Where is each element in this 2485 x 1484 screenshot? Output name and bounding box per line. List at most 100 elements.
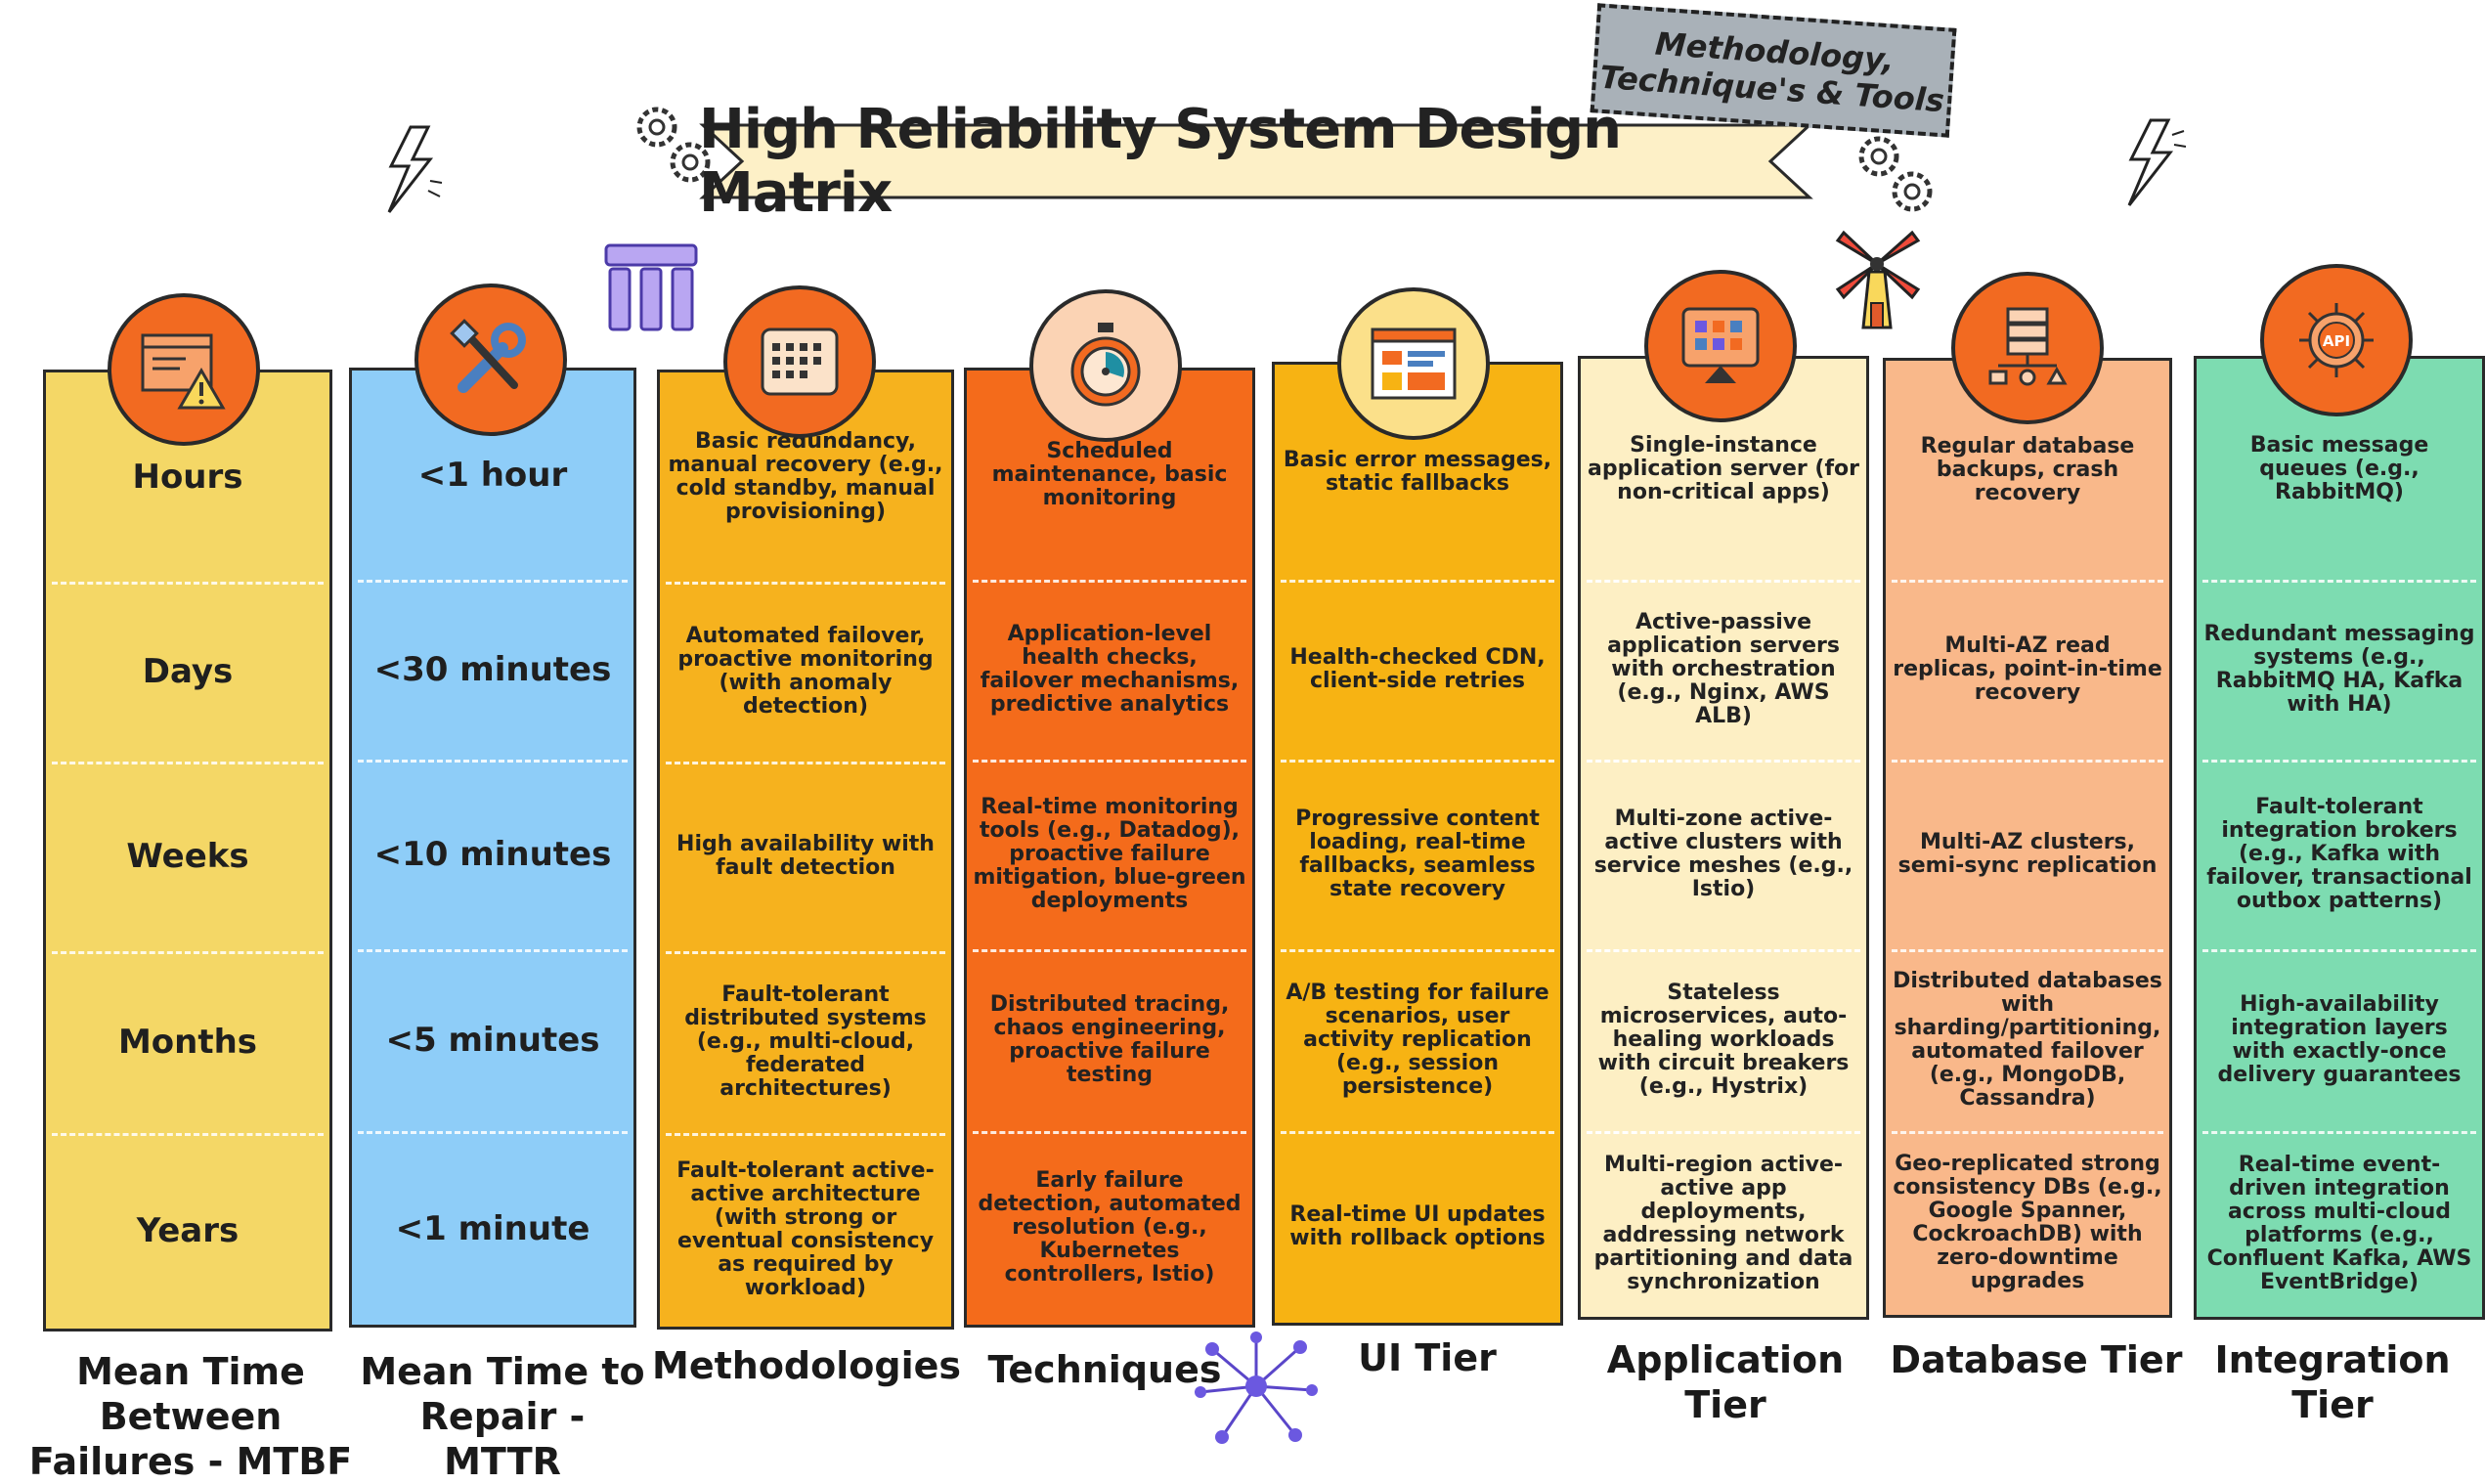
row-divider xyxy=(2202,760,2476,763)
row-divider xyxy=(1281,1131,1554,1134)
row-divider xyxy=(1892,949,2163,952)
row-divider xyxy=(1281,949,1554,952)
mtbf-icon-circle xyxy=(108,293,260,446)
label-mttr-line-1: Mean Time to xyxy=(360,1350,645,1393)
ui-icon-circle xyxy=(1337,287,1490,440)
column-database-tier: Regular database backups, crash recovery… xyxy=(1883,358,2172,1318)
row-divider xyxy=(52,1133,324,1136)
db-row-2: Multi-AZ read replicas, point-in-time re… xyxy=(1893,633,2162,705)
mttr-row-3: <10 minutes xyxy=(373,835,612,874)
ui-row-5: Real-time UI updates with rollback optio… xyxy=(1289,1202,1546,1250)
techniques-row-5: Early failure detection, automated resol… xyxy=(978,1168,1242,1287)
stopwatch-icon xyxy=(1070,323,1141,407)
row-divider xyxy=(973,580,1246,583)
row-divider xyxy=(1281,580,1554,583)
label-mttr-line-2: Repair - MTTR xyxy=(419,1395,586,1483)
page-title: High Reliability System Design Matrix xyxy=(699,98,1622,225)
windmill-icon xyxy=(1835,230,1921,329)
integration-row-4: High-availability integration layers wit… xyxy=(2217,992,2462,1087)
wrench-screwdriver-icon xyxy=(450,319,526,393)
db-row-3: Multi-AZ clusters, semi-sync replication xyxy=(1897,830,2158,878)
row-divider xyxy=(666,951,945,954)
row-divider xyxy=(1281,760,1554,763)
ui-row-2: Health-checked CDN, client-side retries xyxy=(1289,645,1546,693)
column-mtbf: Hours Days Weeks Months Years xyxy=(43,370,332,1331)
app-icon-circle xyxy=(1644,270,1797,422)
server-database-icon xyxy=(1988,307,2068,386)
ui-row-4: A/B testing for failure scenarios, user … xyxy=(1286,981,1549,1099)
mttr-row-4: <5 minutes xyxy=(385,1021,600,1060)
ui-layout-icon xyxy=(1371,327,1457,400)
methodologies-row-2: Automated failover, proactive monitoring… xyxy=(677,624,934,719)
app-row-2: Active-passive application servers with … xyxy=(1607,610,1840,728)
row-divider xyxy=(973,1131,1246,1134)
title-banner: High Reliability System Design Matrix xyxy=(699,98,1813,225)
methodologies-row-4: Fault-tolerant distributed systems (e.g.… xyxy=(684,982,927,1101)
label-methodologies: Methodologies xyxy=(652,1344,961,1387)
row-divider xyxy=(1892,1131,2163,1134)
lightning-doodle-right xyxy=(2127,118,2187,206)
ui-row-3: Progressive content loading, real-time f… xyxy=(1295,807,1540,901)
row-divider xyxy=(973,949,1246,952)
row-divider xyxy=(1892,760,2163,763)
row-divider xyxy=(358,580,628,583)
row-divider xyxy=(52,762,324,764)
column-integration-tier: Basic message queues (e.g., RabbitMQ) Re… xyxy=(2194,356,2485,1320)
db-row-5: Geo-replicated strong consistency DBs (e… xyxy=(1893,1152,2162,1293)
label-application-tier: Application Tier xyxy=(1606,1338,1845,1426)
db-row-4: Distributed databases with sharding/part… xyxy=(1893,969,2162,1111)
column-mttr: <1 hour <30 minutes <10 minutes <5 minut… xyxy=(349,368,636,1328)
ui-row-1: Basic error messages, static fallbacks xyxy=(1283,448,1552,496)
techniques-row-3: Real-time monitoring tools (e.g., Datado… xyxy=(973,795,1246,913)
row-divider xyxy=(1587,580,1860,583)
row-divider xyxy=(1587,1131,1860,1134)
integration-icon-circle: API xyxy=(2260,264,2413,416)
row-divider xyxy=(358,949,628,952)
row-divider xyxy=(2202,949,2476,952)
row-divider xyxy=(973,760,1246,763)
techniques-row-1: Scheduled maintenance, basic monitoring xyxy=(991,439,1228,510)
lightning-doodle-left xyxy=(387,125,443,213)
integration-row-1: Basic message queues (e.g., RabbitMQ) xyxy=(2249,433,2429,504)
row-divider xyxy=(666,1133,945,1136)
app-row-3: Multi-zone active-active clusters with s… xyxy=(1593,807,1853,901)
row-divider xyxy=(52,582,324,585)
integration-row-3: Fault-tolerant integration brokers (e.g.… xyxy=(2206,795,2472,913)
gears-icon-right xyxy=(1858,136,1933,212)
column-methodologies: Basic redundancy, manual recovery (e.g.,… xyxy=(657,370,954,1330)
row-divider xyxy=(666,582,945,585)
mtbf-row-3: Weeks xyxy=(126,837,249,876)
mttr-icon-circle xyxy=(414,284,567,436)
mtbf-row-1: Hours xyxy=(132,458,243,497)
row-divider xyxy=(1587,760,1860,763)
methodologies-icon-circle xyxy=(723,285,876,438)
label-integration-tier: Integration Tier xyxy=(2214,1338,2451,1426)
label-mtbf: Mean Time Between Failures - MTBF xyxy=(10,1349,371,1484)
monitor-app-icon xyxy=(1681,307,1760,383)
techniques-row-4: Distributed tracing, chaos engineering, … xyxy=(989,992,1230,1087)
methodologies-row-3: High availability with fault detection xyxy=(676,832,935,880)
network-node-icon xyxy=(1195,1331,1318,1444)
methodologies-row-5: Fault-tolerant active-active architectur… xyxy=(676,1158,935,1300)
db-icon-circle xyxy=(1951,272,2104,424)
app-row-4: Stateless microservices, auto-healing wo… xyxy=(1597,981,1850,1099)
api-gear-icon: API xyxy=(2299,303,2374,377)
row-divider xyxy=(1892,580,2163,583)
label-ui-tier: UI Tier xyxy=(1358,1336,1497,1379)
row-divider xyxy=(666,762,945,764)
methodologies-row-1: Basic redundancy, manual recovery (e.g.,… xyxy=(668,429,943,524)
app-row-5: Multi-region active-active app deploymen… xyxy=(1593,1153,1853,1294)
techniques-icon-circle xyxy=(1029,289,1182,442)
label-mtbf-line-2: Failures - MTBF xyxy=(28,1440,353,1483)
db-row-1: Regular database backups, crash recovery xyxy=(1920,434,2135,505)
gears-icon-left xyxy=(636,107,711,183)
column-application-tier: Single-instance application server (for … xyxy=(1578,356,1869,1320)
row-divider xyxy=(52,951,324,954)
stonehenge-icon xyxy=(604,243,698,331)
mtbf-row-5: Years xyxy=(136,1211,240,1250)
column-ui-tier: Basic error messages, static fallbacks H… xyxy=(1272,362,1563,1326)
browser-warning-icon xyxy=(141,333,226,410)
row-divider xyxy=(358,1131,628,1134)
label-database-tier: Database Tier xyxy=(1890,1338,2183,1381)
app-row-1: Single-instance application server (for … xyxy=(1587,433,1860,504)
